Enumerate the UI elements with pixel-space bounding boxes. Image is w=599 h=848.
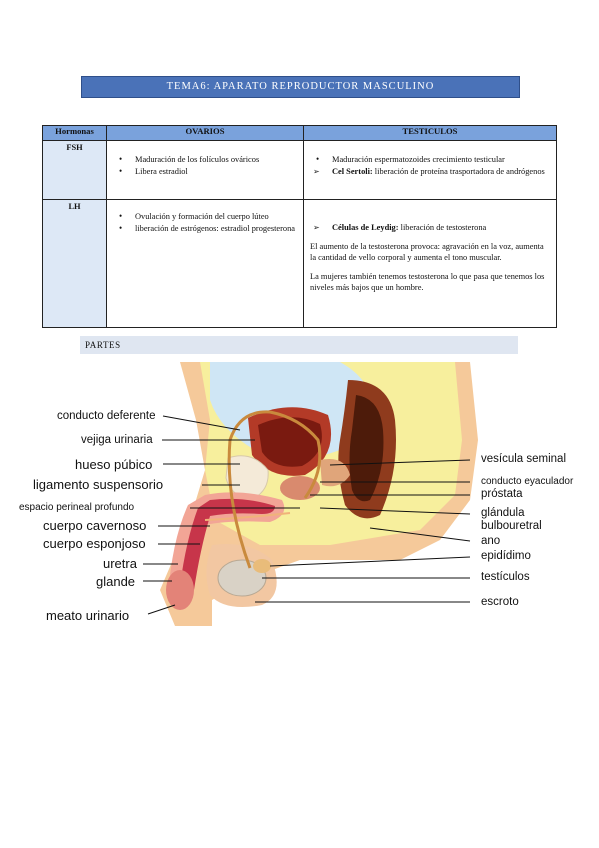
leader-line bbox=[162, 415, 241, 431]
lh-testiculos-cell: Células de Leydig: liberación de testost… bbox=[303, 199, 557, 328]
hormone-lh: LH bbox=[42, 199, 107, 328]
leader-lines bbox=[143, 415, 471, 615]
label-glande: glande bbox=[96, 574, 136, 589]
urethra bbox=[204, 512, 291, 521]
label-escroto: escroto bbox=[481, 596, 519, 608]
prostate bbox=[280, 476, 320, 500]
list-item: Ovulación y formación del cuerpo lúteo bbox=[113, 211, 297, 223]
page-title: TEMA6: APARATO REPRODUCTOR MASCULINO bbox=[81, 76, 520, 98]
label-hueso-pubico: hueso púbico bbox=[75, 457, 153, 472]
fsh-ovarios-cell: Maduración de los folículos ováricos Lib… bbox=[106, 140, 304, 200]
glans bbox=[166, 570, 194, 610]
label-vesicula-seminal: vesícula seminal bbox=[481, 453, 567, 465]
corpus-cavernosum bbox=[180, 498, 275, 592]
label-prostata: próstata bbox=[481, 488, 523, 500]
label-epididimo: epidídimo bbox=[481, 550, 531, 562]
anatomy-diagram bbox=[143, 362, 478, 626]
table-header-row: Hormonas OVARIOS TESTICULOS bbox=[42, 125, 557, 141]
list-item-text: Maduración espermatozoides crecimiento t… bbox=[332, 155, 505, 164]
rectum-inner bbox=[349, 395, 384, 502]
label-espacio-perineal-profundo: espacio perineal profundo bbox=[19, 502, 135, 513]
vas-deferens bbox=[227, 410, 322, 569]
section-heading: PARTES bbox=[80, 336, 518, 354]
list-item-text: liberación de proteína trasportadora de … bbox=[372, 166, 545, 176]
list-item-text: liberación de testosterona bbox=[398, 223, 487, 232]
table-row: LH Ovulación y formación del cuerpo lúte… bbox=[42, 199, 557, 328]
list-item: Maduración de los folículos ováricos bbox=[113, 154, 297, 166]
label-cuerpo-esponjoso: cuerpo esponjoso bbox=[43, 536, 146, 551]
note-paragraph: La mujeres también tenemos testosterona … bbox=[310, 271, 545, 292]
label-testiculos: testículos bbox=[481, 571, 530, 583]
list-item: liberación de estrógenos: estradiol prog… bbox=[113, 223, 297, 235]
label-ano: ano bbox=[481, 535, 501, 547]
leader-line bbox=[147, 604, 176, 615]
term-leydig: Células de Leydig: bbox=[332, 223, 399, 232]
term-sertoli: Cel Sertoli: bbox=[332, 166, 373, 176]
list-item: Cel Sertoli: liberación de proteína tras… bbox=[310, 167, 550, 178]
fsh-testiculos-cell: Maduración espermatozoides crecimiento t… bbox=[303, 140, 557, 200]
label-conducto-eyaculador: conducto eyaculador bbox=[481, 476, 574, 487]
header-ovarios: OVARIOS bbox=[106, 125, 304, 141]
header-hormonas: Hormonas bbox=[42, 125, 107, 141]
epididymis bbox=[253, 559, 271, 573]
label-uretra: uretra bbox=[103, 556, 137, 571]
lh-ovarios-cell: Ovulación y formación del cuerpo lúteo l… bbox=[106, 199, 304, 328]
list-item: Células de Leydig: liberación de testost… bbox=[310, 223, 550, 234]
list-item: Maduración espermatozoides crecimiento t… bbox=[310, 154, 550, 166]
seminal-vesicle bbox=[320, 459, 350, 487]
hormone-fsh: FSH bbox=[42, 140, 107, 200]
header-testiculos: TESTICULOS bbox=[303, 125, 557, 141]
label-meato-urinario: meato urinario bbox=[46, 608, 130, 623]
hormones-table: Hormonas OVARIOS TESTICULOS FSH Maduraci… bbox=[42, 125, 557, 328]
leader-line bbox=[319, 507, 471, 515]
label-cuerpo-cavernoso: cuerpo cavernoso bbox=[43, 518, 147, 533]
leader-line bbox=[369, 527, 471, 542]
label-vejiga-urinaria: vejiga urinaria bbox=[81, 434, 153, 446]
list-item: Libera estradiol bbox=[113, 166, 297, 178]
label-glandula: glándula bbox=[481, 507, 525, 519]
leader-line bbox=[329, 459, 471, 466]
label-bulbouretral: bulbouretral bbox=[481, 520, 542, 532]
table-row: FSH Maduración de los folículos ováricos… bbox=[42, 140, 557, 200]
label-ligamento-suspensorio: ligamento suspensorio bbox=[33, 477, 164, 492]
label-conducto-deferente: conducto deferente bbox=[57, 410, 156, 422]
note-paragraph: El aumento de la testosterona provoca: a… bbox=[310, 241, 544, 262]
leader-line bbox=[269, 556, 471, 567]
